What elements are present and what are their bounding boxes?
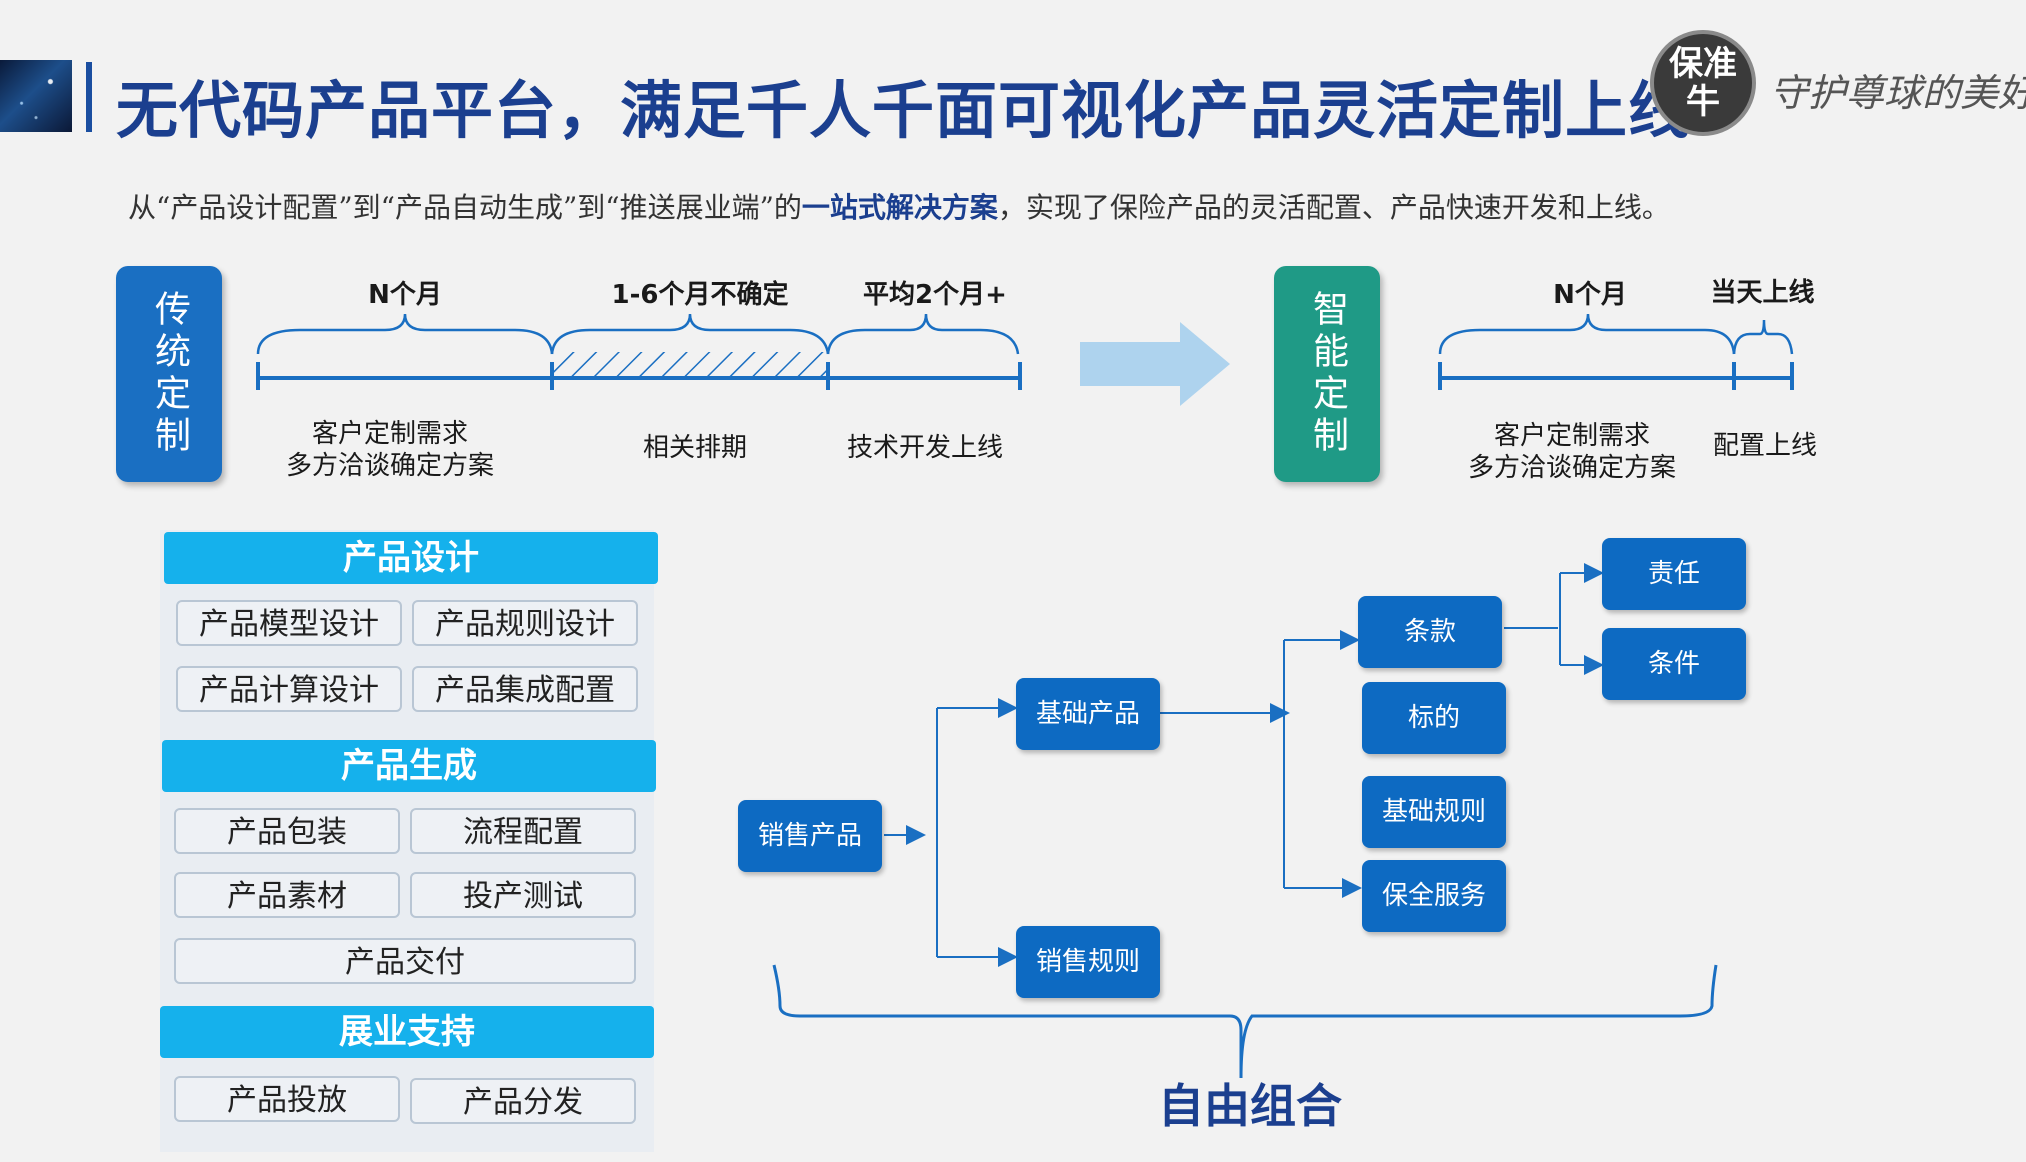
title-accent-bar (86, 62, 92, 132)
node-base-product[interactable]: 基础产品 (1016, 678, 1160, 750)
item-product-packaging[interactable]: 产品包装 (174, 808, 400, 854)
brand-logo: 保准牛 (1650, 30, 1756, 136)
smart-timeline (1438, 313, 1794, 390)
item-flow-config[interactable]: 流程配置 (410, 808, 636, 854)
item-product-integration-config[interactable]: 产品集成配置 (412, 666, 638, 712)
smart-duration-1: N个月 (1553, 280, 1627, 310)
section-head-product-design: 产品设计 (164, 532, 658, 584)
flow-connectors (772, 563, 1718, 1079)
item-product-distribution[interactable]: 产品分发 (410, 1078, 636, 1124)
smart-stage-1: 客户定制需求多方洽谈确定方案 (1467, 421, 1676, 483)
free-combination-caption: 自由组合 (1158, 1079, 1342, 1133)
node-liability[interactable]: 责任 (1602, 538, 1746, 610)
item-product-materials[interactable]: 产品素材 (174, 872, 400, 918)
item-production-testing[interactable]: 投产测试 (410, 872, 636, 918)
brace-2 (550, 313, 830, 355)
node-condition[interactable]: 条件 (1602, 628, 1746, 700)
smart-brace-2 (1732, 319, 1794, 355)
page-title: 无代码产品平台，满足千人千面可视化产品灵活定制上线 (116, 74, 1692, 147)
item-product-rule-design[interactable]: 产品规则设计 (412, 600, 638, 646)
item-product-calc-design[interactable]: 产品计算设计 (176, 666, 402, 712)
traditional-label-box: 传统定制 (116, 266, 222, 482)
item-product-placement[interactable]: 产品投放 (174, 1076, 400, 1122)
node-clause[interactable]: 条款 (1358, 596, 1502, 668)
node-subject[interactable]: 标的 (1362, 682, 1506, 754)
smart-duration-2: 当天上线 (1710, 278, 1815, 308)
subtitle-highlight: 一站式解决方案 (801, 191, 998, 224)
subtitle-prefix: 从“产品设计配置”到“产品自动生成”到“推送展业端”的 (128, 191, 802, 224)
subtitle-suffix: ，实现了保险产品的灵活配置、产品快速开发和上线。 (997, 191, 1670, 224)
node-preservation-service[interactable]: 保全服务 (1362, 860, 1506, 932)
trad-stage-3: 技术开发上线 (846, 433, 1003, 463)
trad-duration-3: 平均2个月+ (863, 280, 1007, 310)
smart-brace-1 (1438, 313, 1736, 355)
traditional-timeline (256, 313, 1022, 390)
smart-label-box: 智能定制 (1274, 266, 1380, 482)
smart-stage-2: 配置上线 (1712, 431, 1817, 461)
section-head-sales-support: 展业支持 (160, 1006, 654, 1058)
node-sales-rules[interactable]: 销售规则 (1016, 926, 1160, 998)
trad-stage-2: 相关排期 (642, 433, 747, 463)
brace-3 (826, 313, 1020, 355)
uncertain-hatch (554, 352, 826, 376)
trad-stage-1: 客户定制需求多方洽谈确定方案 (285, 419, 494, 481)
item-product-delivery[interactable]: 产品交付 (174, 938, 636, 984)
trad-duration-2: 1-6个月不确定 (611, 280, 789, 310)
brace-1 (256, 313, 554, 355)
item-product-model-design[interactable]: 产品模型设计 (176, 600, 402, 646)
node-base-rules[interactable]: 基础规则 (1362, 776, 1506, 848)
brand-slogan: 守护尊球的美好 (1770, 71, 2026, 115)
corner-decoration-image (0, 60, 72, 132)
trad-duration-1: N个月 (368, 280, 442, 310)
node-sales-product[interactable]: 销售产品 (738, 800, 882, 872)
section-head-product-generation: 产品生成 (162, 740, 656, 792)
subtitle: 从“产品设计配置”到“产品自动生成”到“推送展业端”的一站式解决方案，实现了保险… (128, 186, 1670, 226)
transition-arrow-icon (1080, 322, 1230, 406)
